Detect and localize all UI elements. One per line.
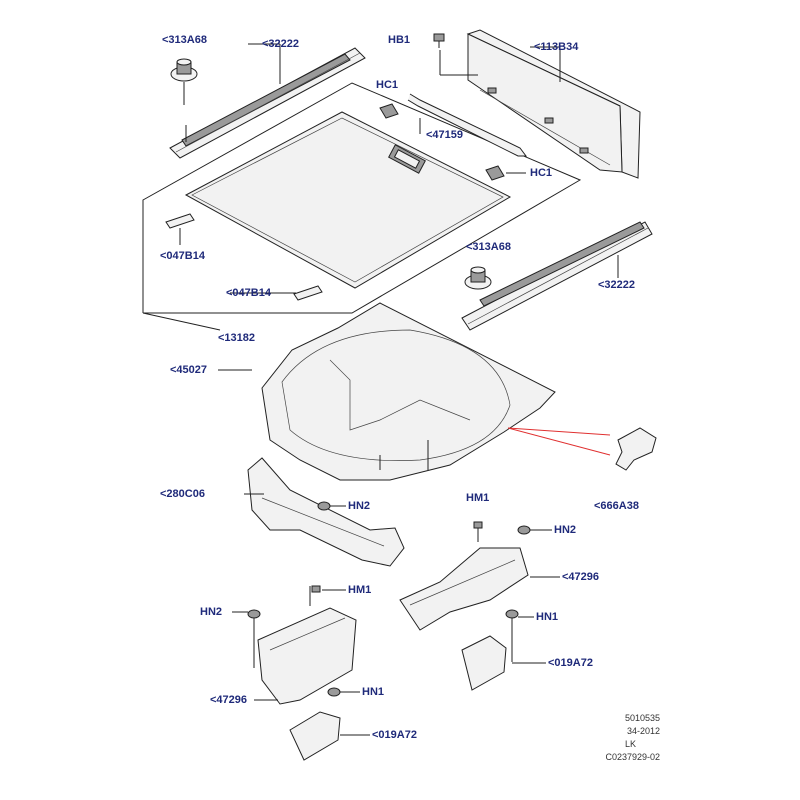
support-47296-left: [257, 586, 357, 705]
callout-HN2-mid: HN2: [348, 500, 371, 512]
clip-047B14-left: [165, 213, 195, 245]
callout-113B34: <113B34: [534, 41, 579, 53]
leader-lines: [218, 43, 561, 736]
callout-280C06: <280C06: [160, 488, 205, 500]
nut-HN2-left: [247, 609, 261, 668]
bracket-280C06: [247, 457, 405, 567]
bolt-HB1: [433, 33, 445, 48]
callout-HM1-left: HM1: [348, 584, 372, 596]
callout-47296-left: <47296: [210, 694, 248, 706]
callout-313A68-right: <313A68: [466, 241, 511, 253]
callout-47159: <47159: [426, 129, 464, 141]
fastener-313A68-right: [464, 266, 492, 290]
footer-line-1: 5010535: [624, 713, 660, 723]
callout-47296-right: <47296: [562, 571, 600, 583]
parcel-shelf-113B34: [439, 29, 641, 179]
footer-line-2: 34-2012: [626, 726, 660, 736]
callout-HN2-right: HN2: [554, 524, 577, 536]
callout-047B14-left: <047B14: [160, 250, 205, 262]
footer-line-4: C0237929-02: [605, 752, 660, 762]
callout-HB1: HB1: [388, 34, 411, 46]
bracket-666A38: [615, 427, 657, 471]
rail-32222-top: [169, 47, 366, 159]
callout-HC1-top: HC1: [376, 79, 399, 91]
callout-45027: <45027: [170, 364, 208, 376]
nut-HN1-right: [505, 609, 519, 662]
nut-HN2-mid: [317, 501, 331, 511]
fastener-313A68-top: [170, 58, 198, 105]
nut-HN1-left: [327, 687, 341, 697]
nut-HN2-right: [517, 525, 531, 535]
screw-HM1-left: [311, 585, 321, 593]
clip-HC1-top: [379, 103, 399, 119]
callout-HM1-right: HM1: [466, 492, 490, 504]
clip-HC1-right: [485, 165, 505, 181]
bracket-019A72-right: [461, 635, 507, 691]
callout-019A72-right: <019A72: [548, 657, 593, 669]
clip-047B14-mid: [293, 285, 323, 301]
callout-32222-top: <32222: [262, 38, 300, 50]
callout-HN1-left: HN1: [362, 686, 385, 698]
screw-HM1-right: [473, 521, 483, 542]
callout-HN2-left: HN2: [200, 606, 223, 618]
rail-32222-right: [461, 221, 653, 331]
callout-HC1-right: HC1: [530, 167, 553, 179]
callout-13182: <13182: [218, 332, 256, 344]
callout-019A72-left: <019A72: [372, 729, 417, 741]
load-floor-frame: [142, 82, 582, 331]
spare-wheel-well-45027: [261, 302, 556, 481]
callout-32222-right: <32222: [598, 279, 636, 291]
callout-HN1-right: HN1: [536, 611, 559, 623]
callout-666A38: <666A38: [594, 500, 639, 512]
bracket-019A72-left: [289, 711, 341, 761]
support-47296-right: [399, 547, 529, 631]
callout-047B14-mid: <047B14: [226, 287, 271, 299]
footer-line-3: LK: [624, 739, 636, 749]
pointer-666A38: [507, 427, 611, 456]
load-floor-panel: [184, 111, 512, 289]
bracket-47159: [407, 93, 527, 157]
callout-313A68-top: <313A68: [162, 34, 207, 46]
